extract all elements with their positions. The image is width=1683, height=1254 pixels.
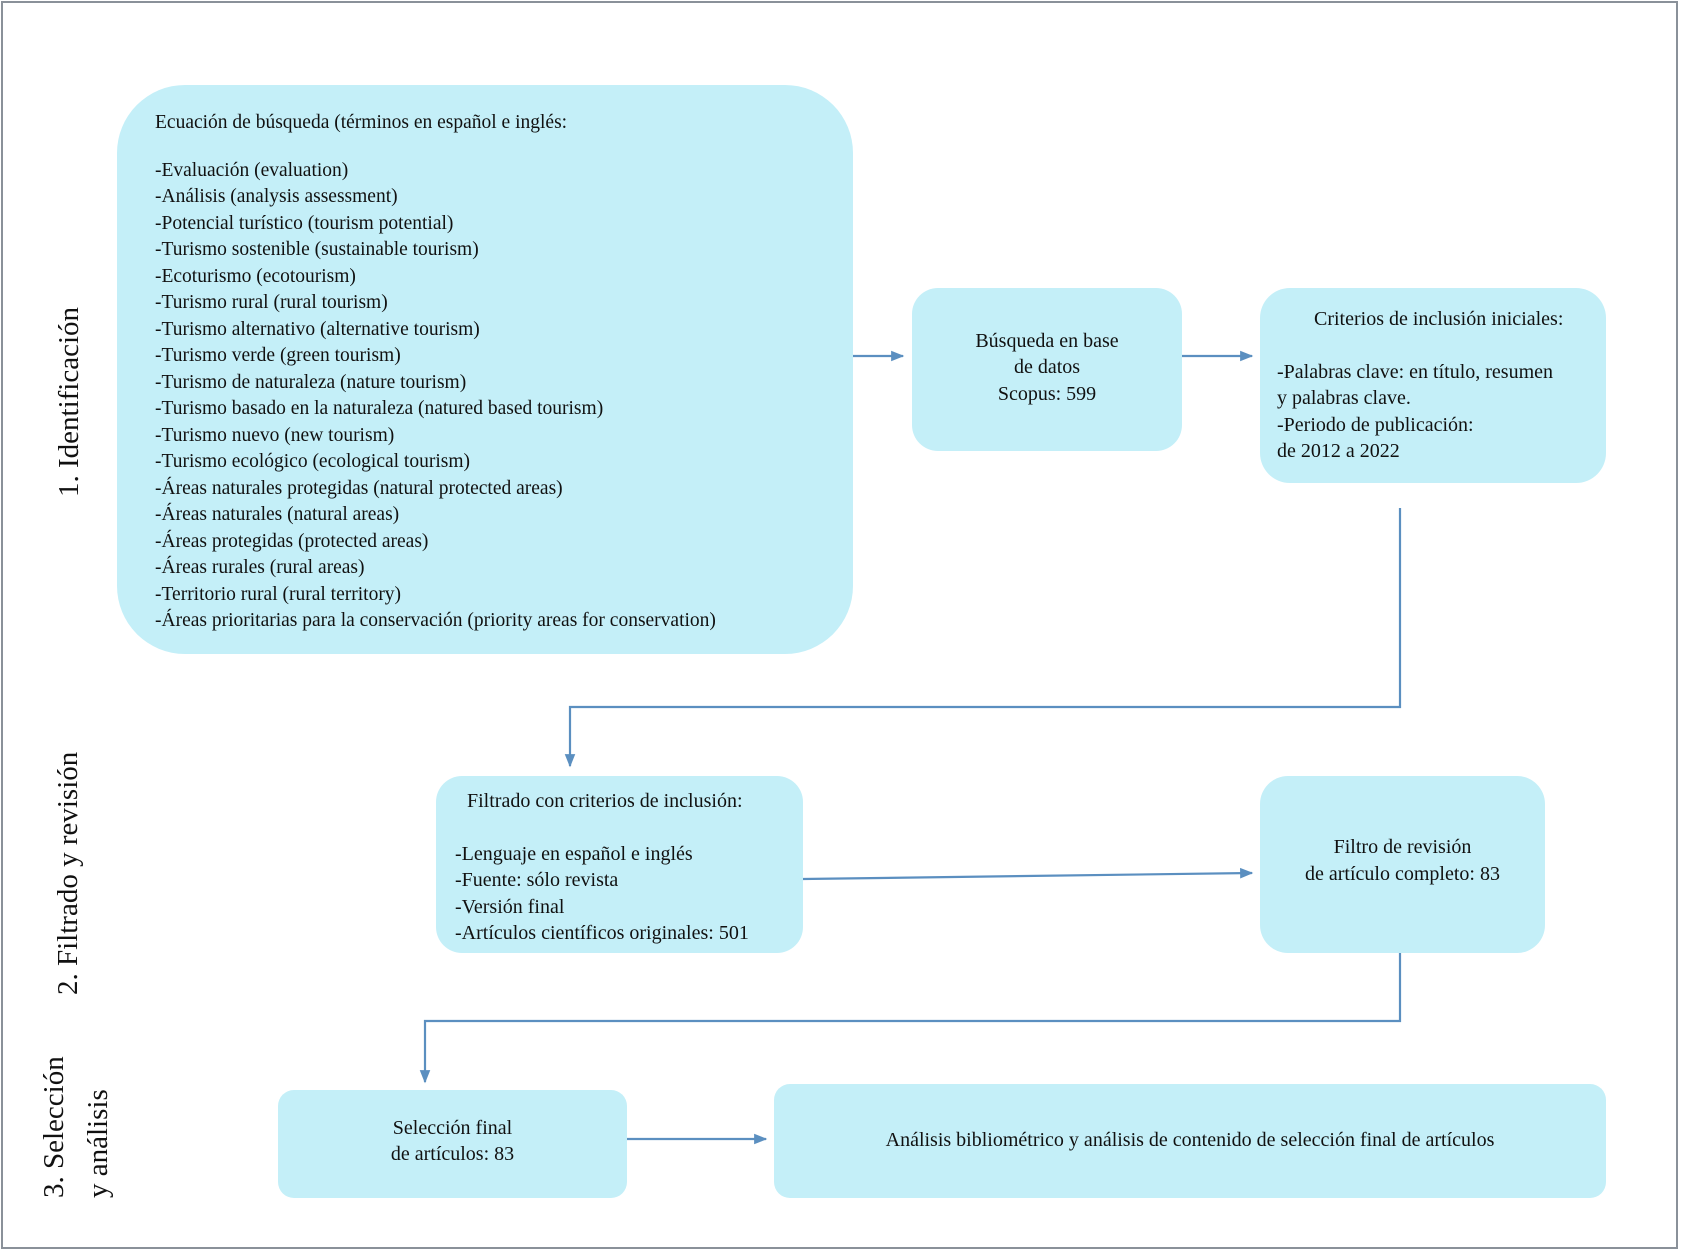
search-term-item: -Áreas rurales (rural areas) — [155, 557, 365, 578]
full-review-line1: Filtro de revisión — [1333, 836, 1472, 858]
search-term-item: -Turismo basado en la naturaleza (nature… — [155, 398, 604, 419]
initial-criteria-line: de 2012 a 2022 — [1277, 440, 1400, 462]
analysis-box: Análisis bibliométrico y análisis de con… — [774, 1084, 1606, 1198]
filtering-title: Filtrado con criterios de inclusión: — [467, 790, 743, 812]
search-term-item: -Turismo de naturaleza (nature tourism) — [155, 371, 467, 393]
search-equation-box: Ecuación de búsqueda (términos en españo… — [117, 85, 853, 654]
filtering-line: -Fuente: sólo revista — [455, 869, 619, 891]
search-term-item: -Áreas protegidas (protected areas) — [155, 530, 429, 552]
search-term-item: -Áreas naturales protegidas (natural pro… — [155, 477, 563, 499]
search-term-item: -Turismo ecológico (ecological tourism) — [155, 451, 471, 472]
arrow-filtering-to-review — [802, 867, 1254, 881]
database-search-line1: Búsqueda en base — [975, 329, 1119, 352]
search-term-item: -Turismo verde (green tourism) — [155, 345, 401, 366]
final-selection-line2: de artículos: 83 — [390, 1143, 515, 1165]
search-term-item: -Turismo alternativo (alternative touris… — [155, 318, 480, 340]
filtering-line: -Lenguaje en español e inglés — [455, 842, 693, 865]
initial-criteria-box: Criterios de inclusión iniciales: -Palab… — [1260, 288, 1606, 483]
database-search-count: Scopus: 599 — [997, 382, 1097, 405]
filtering-line: -Versión final — [455, 895, 565, 918]
arrow-review-to-selection — [419, 953, 1402, 1084]
initial-criteria-line: -Periodo de publicación: — [1277, 413, 1474, 436]
initial-criteria-title: Criterios de inclusión iniciales: — [1314, 308, 1564, 330]
database-search-box: Búsqueda en base de datos Scopus: 599 — [912, 288, 1182, 451]
final-selection-box: Selección final de artículos: 83 — [278, 1090, 627, 1198]
filtering-box: Filtrado con criterios de inclusión: -Le… — [436, 776, 803, 953]
search-term-item: -Potencial turístico (tourism potential) — [155, 212, 454, 234]
search-equation-title: Ecuación de búsqueda (términos en españo… — [155, 112, 568, 133]
search-term-item: -Turismo nuevo (new tourism) — [155, 424, 395, 446]
filtering-line: -Artículos científicos originales: 501 — [455, 922, 749, 944]
search-term-item: -Turismo rural (rural tourism) — [155, 292, 388, 313]
initial-criteria-line: y palabras clave. — [1277, 387, 1411, 409]
arrow-criteria-to-filtering — [564, 508, 1402, 768]
search-terms-list: -Evaluación (evaluation) -Análisis (analy… — [155, 158, 853, 635]
full-review-box: Filtro de revisión de artículo completo:… — [1260, 776, 1545, 953]
search-term-item: -Ecoturismo (ecotourism) — [155, 265, 356, 287]
search-term-item: -Evaluación (evaluation) — [155, 159, 349, 181]
search-term-item: -Territorio rural (rural territory) — [155, 583, 402, 605]
search-term-item: -Áreas prioritarias para la conservación… — [155, 610, 716, 631]
search-term-item: -Turismo sostenible (sustainable tourism… — [155, 239, 479, 260]
final-selection-line1: Selección final — [392, 1116, 513, 1139]
initial-criteria-line: -Palabras clave: en título, resumen — [1277, 360, 1554, 383]
analysis-text: Análisis bibliométrico y análisis de con… — [885, 1128, 1495, 1151]
search-term-item: -Áreas naturales (natural areas) — [155, 504, 400, 525]
database-search-line2: de datos — [1013, 356, 1081, 379]
search-term-item: -Análisis (analysis assessment) — [155, 186, 398, 207]
full-review-line2: de artículo completo: 83 — [1305, 862, 1500, 885]
